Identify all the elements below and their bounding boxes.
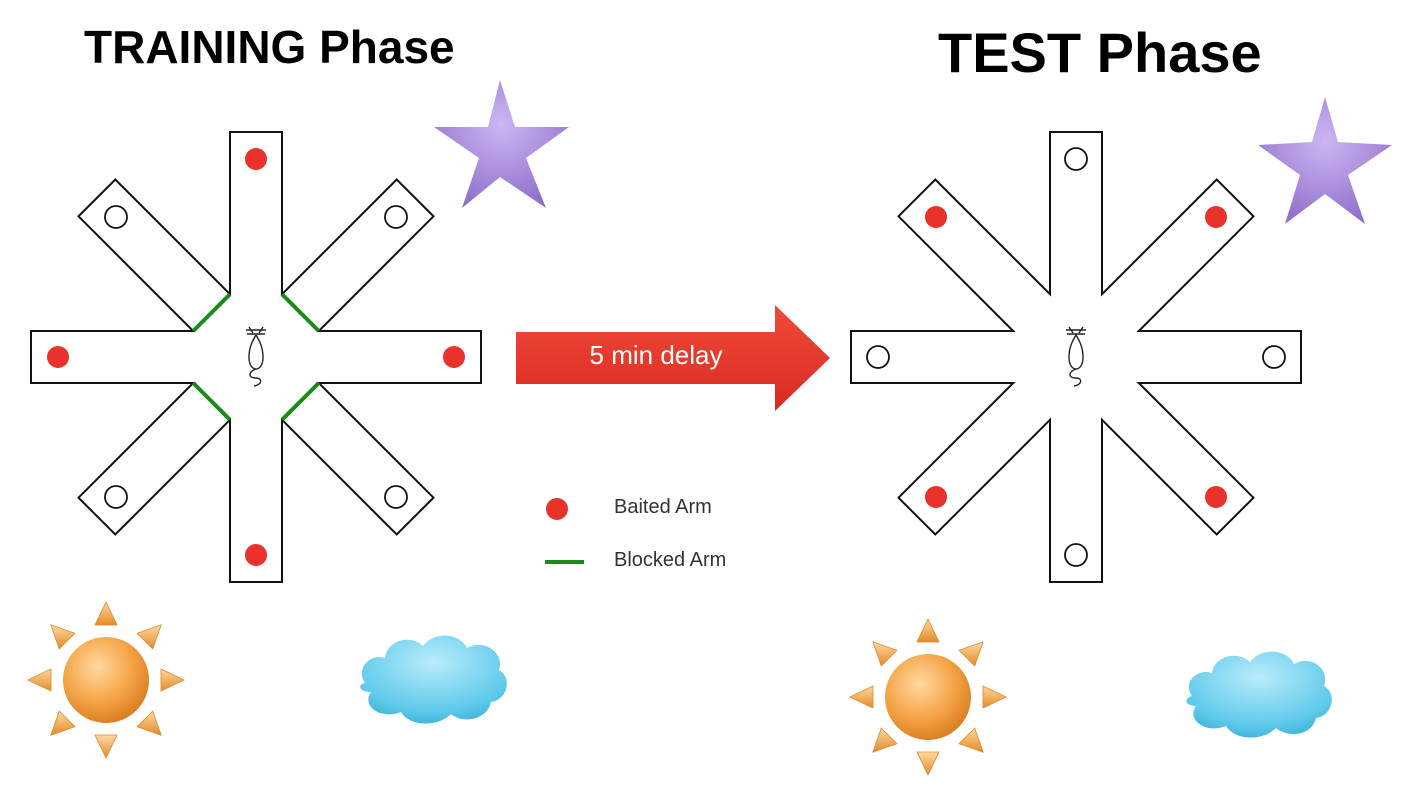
sun-disc — [885, 654, 971, 740]
sun-ray — [916, 751, 940, 776]
test-empty-w — [866, 345, 890, 369]
sun-ray — [916, 618, 940, 643]
test-empty-n — [1064, 147, 1088, 171]
training-empty-sw — [104, 485, 128, 509]
test-baited-se — [1205, 486, 1227, 508]
sun-ray — [136, 710, 162, 736]
training-empty-se — [384, 485, 408, 509]
training-blocked-ne — [280, 292, 321, 333]
star-icon — [1258, 97, 1392, 224]
sun-ray — [94, 734, 118, 759]
training-baited-s — [245, 544, 267, 566]
sun-ray — [50, 624, 76, 650]
training-blocked-se — [280, 381, 321, 422]
sun-ray — [50, 710, 76, 736]
sun-ray — [872, 727, 898, 753]
test-baited-ne — [1205, 206, 1227, 228]
cloud-icon — [1186, 651, 1332, 738]
sun-ray — [958, 727, 984, 753]
sun-ray — [27, 668, 52, 692]
test-maze — [850, 131, 1302, 583]
delay-arrow — [516, 305, 830, 411]
star-icon — [434, 80, 569, 208]
rat-icon — [1066, 326, 1086, 387]
rat-icon — [246, 326, 266, 387]
test-empty-s — [1064, 543, 1088, 567]
maze-outline — [30, 131, 482, 583]
test-baited-sw — [925, 486, 947, 508]
training-empty-nw — [104, 205, 128, 229]
training-empty-ne — [384, 205, 408, 229]
sun-ray — [982, 685, 1007, 709]
sun-ray — [136, 624, 162, 650]
training-baited-e — [443, 346, 465, 368]
cloud-icon — [360, 635, 507, 724]
sun-ray — [958, 641, 984, 667]
training-maze — [30, 131, 482, 583]
sun-ray — [160, 668, 185, 692]
legend-blocked-label: Blocked Arm — [614, 549, 727, 571]
test-empty-e — [1262, 345, 1286, 369]
training-blocked-sw — [191, 381, 232, 422]
delay-label: 5 min delay — [589, 340, 723, 370]
training-baited-n — [245, 148, 267, 170]
training-blocked-nw — [191, 292, 232, 333]
training-phase-title: TRAINING Phase — [84, 21, 455, 73]
test-phase-title: TEST Phase — [938, 21, 1262, 84]
sun-icon — [27, 601, 185, 759]
test-baited-nw — [925, 206, 947, 228]
training-baited-w — [47, 346, 69, 368]
legend-baited-marker — [546, 498, 568, 520]
legend-baited-label: Baited Arm — [614, 496, 712, 518]
sun-ray — [872, 641, 898, 667]
sun-disc — [63, 637, 149, 723]
maze-outline — [850, 131, 1302, 583]
sun-ray — [94, 601, 118, 626]
sun-ray — [849, 685, 874, 709]
sun-icon — [849, 618, 1007, 776]
